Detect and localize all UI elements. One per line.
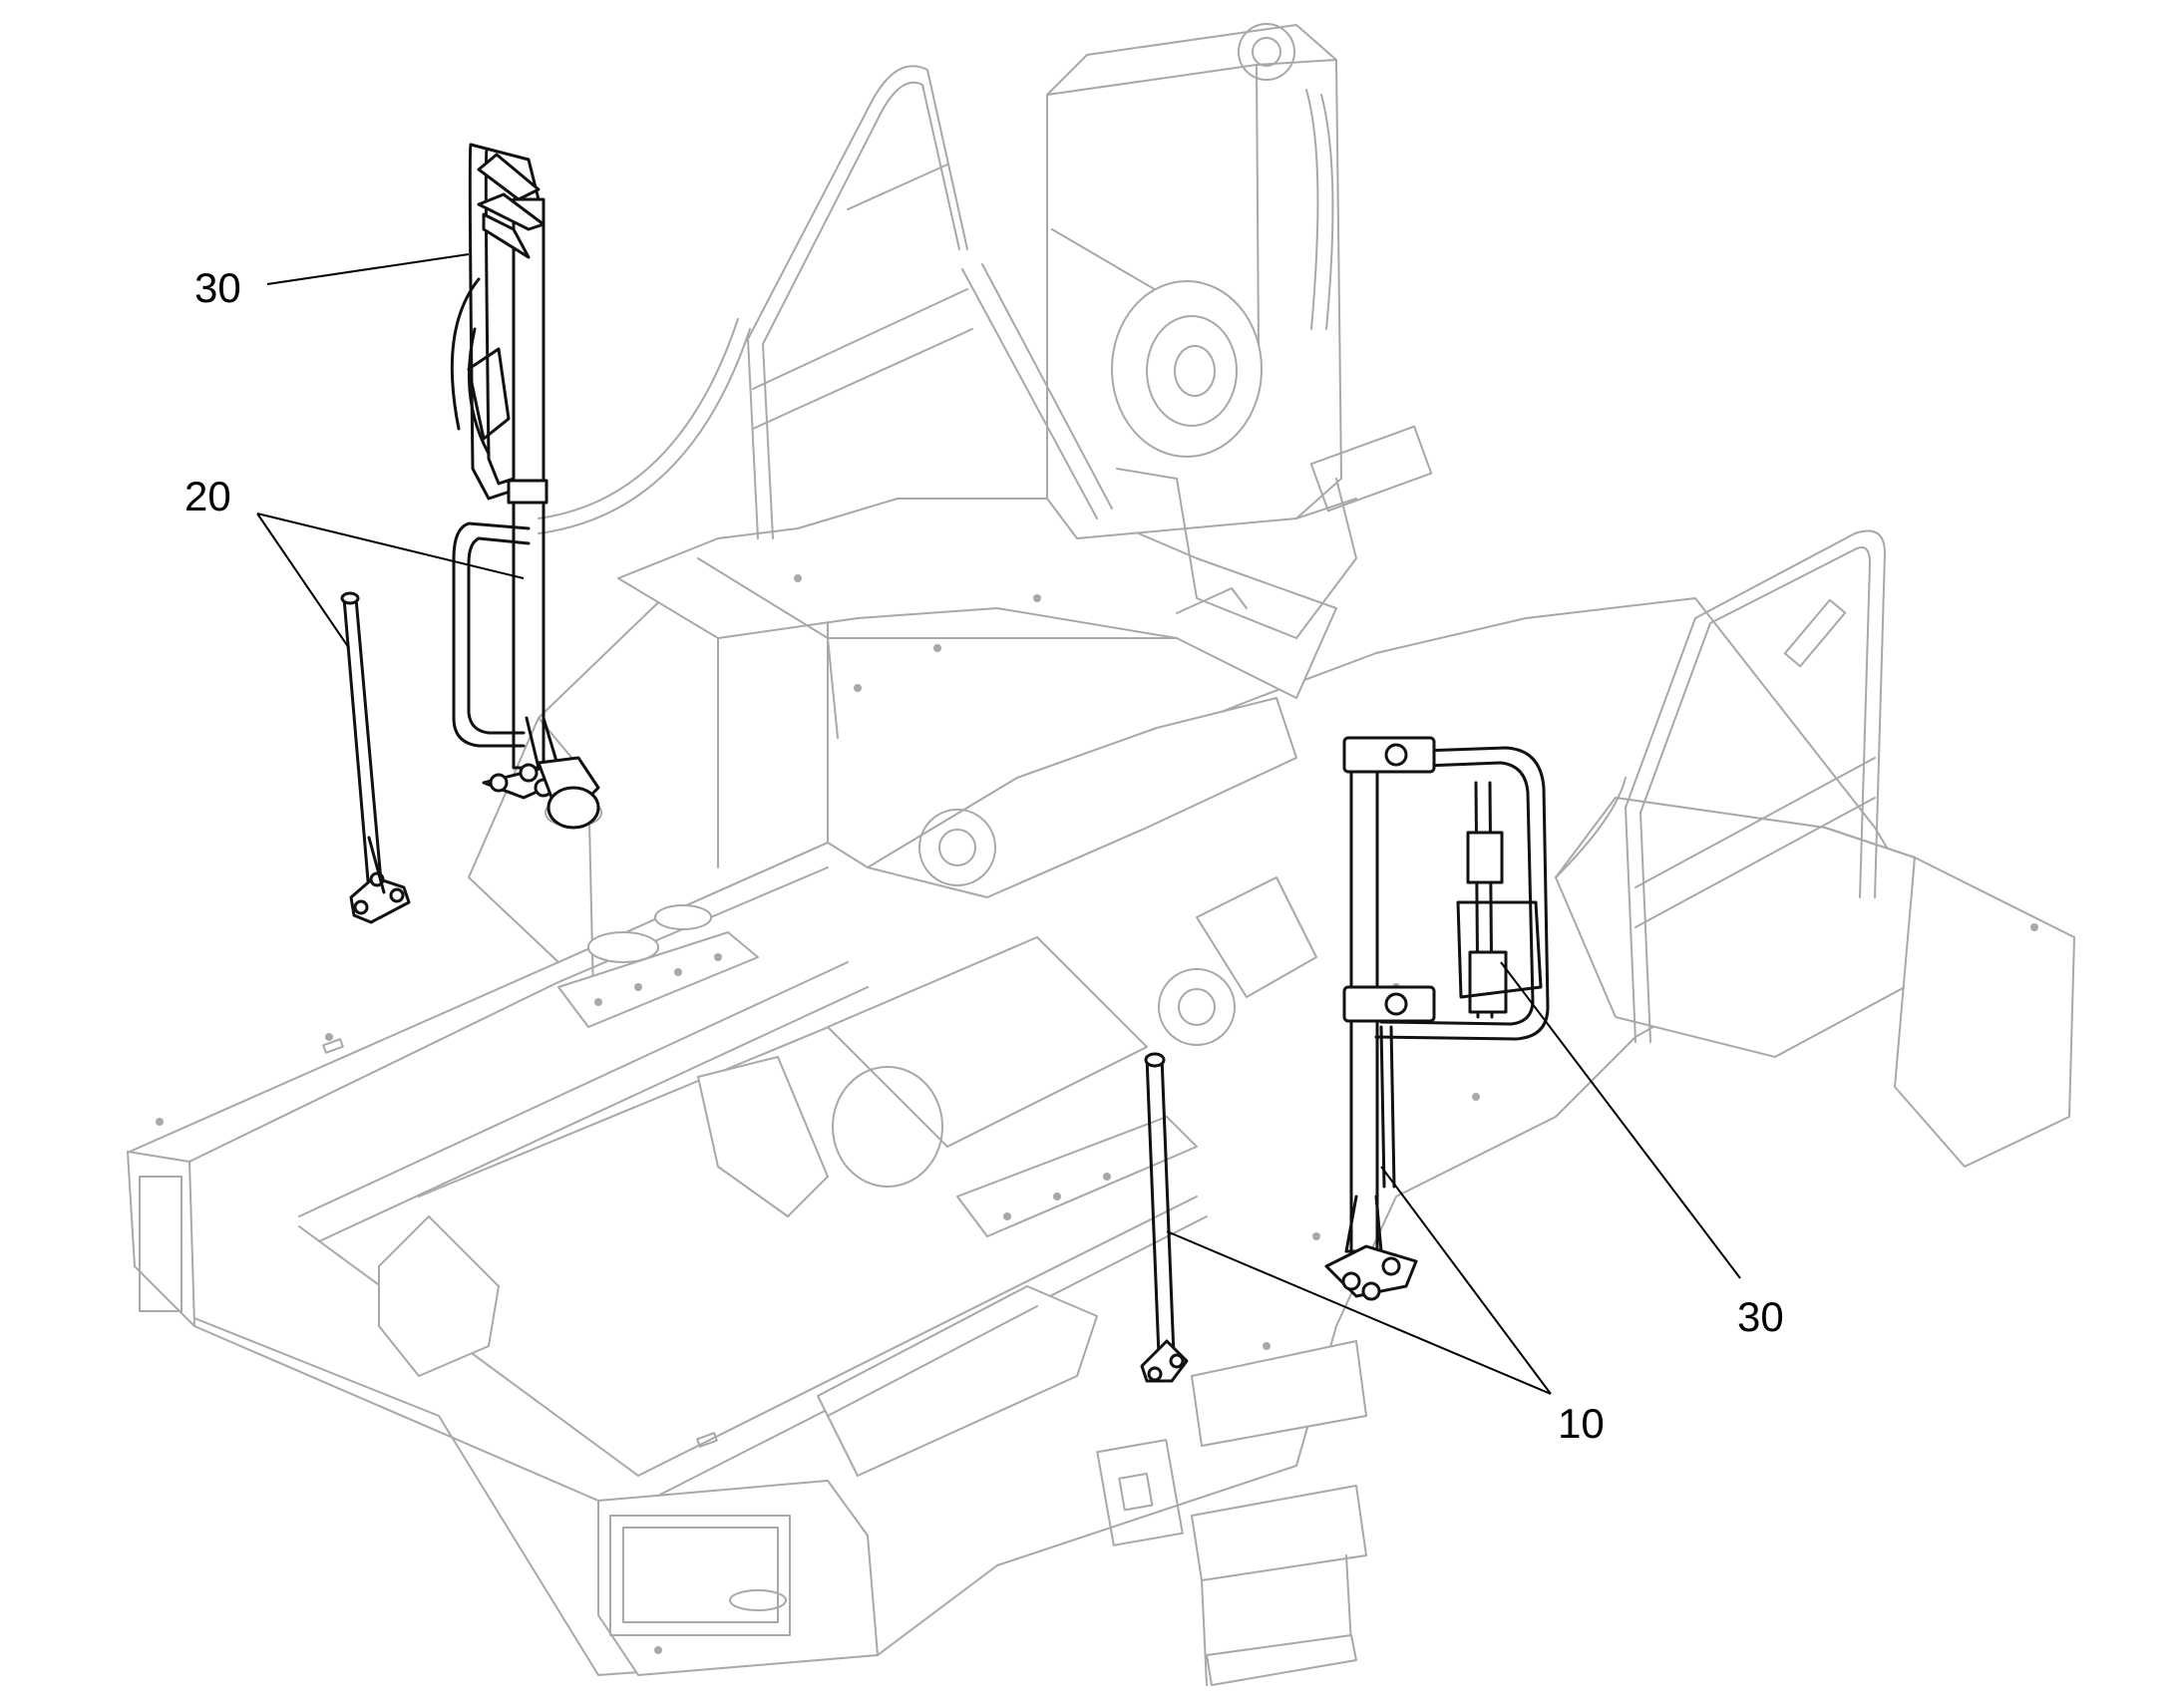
leader-20-to-post (256, 512, 525, 579)
leader-10-to-right-rod (1380, 1166, 1552, 1395)
machine-frame-context (127, 23, 2075, 1686)
leader-20-to-rod (256, 512, 350, 649)
leader-30-upper (266, 253, 470, 285)
leader-10-to-centre-rod (1166, 1230, 1552, 1395)
part-20-support-rod (340, 591, 411, 924)
callout-30-upper: 30 (194, 264, 241, 311)
callout-20: 20 (184, 473, 231, 519)
callout-labels: 30 20 30 10 (184, 264, 1784, 1447)
leader-30-lower (1500, 961, 1741, 1279)
part-30-lower-handrail-assembly (1342, 736, 1550, 1189)
callout-30-lower: 30 (1737, 1293, 1784, 1340)
part-30-upper-handrail-post (450, 143, 600, 830)
part-10-support-rod-centre (1140, 1052, 1189, 1383)
callout-10: 10 (1558, 1400, 1605, 1447)
leader-lines (256, 253, 1741, 1395)
